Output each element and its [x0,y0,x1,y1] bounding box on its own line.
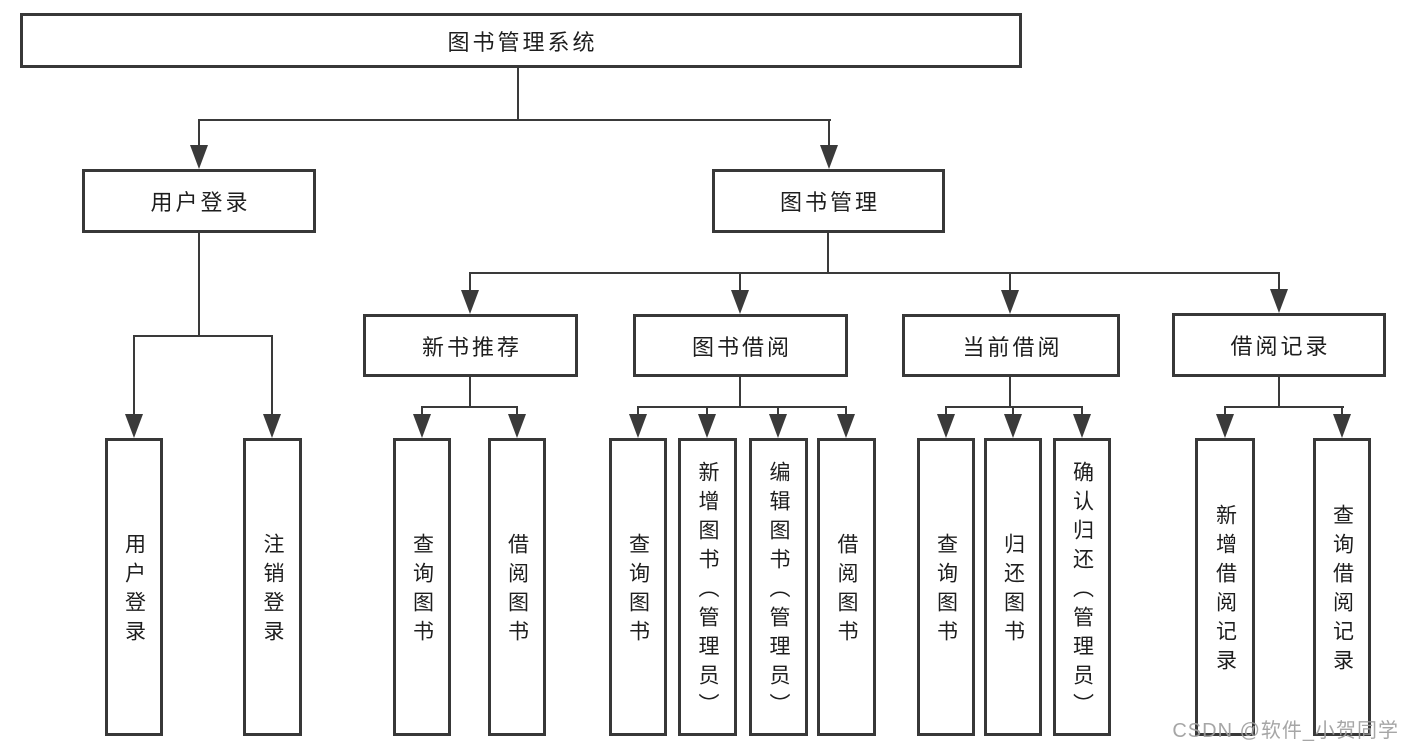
leaf-bb-add-books-admin-label: 新增图书（管理员） [696,460,719,722]
node-new-book-recommend-label: 新书推荐 [421,334,522,360]
arrowhead-down-icon [1333,414,1351,438]
connector-line [945,406,1083,408]
arrowhead-down-icon [820,145,838,169]
connector-line [1278,272,1280,296]
connector-line [637,406,847,408]
connector-line [1224,406,1226,420]
connector-line [739,272,741,296]
arrowhead-down-icon [1216,414,1234,438]
node-user-login-label: 用户登录 [150,190,251,215]
arrowhead-down-icon [263,414,281,438]
node-new-book-recommend: 新书推荐 [363,314,578,377]
leaf-cb-query-books: 查询图书 [917,438,975,736]
arrowhead-down-icon [1001,290,1019,314]
connector-line [469,272,471,296]
leaf-br-query-record-label: 查询借阅记录 [1330,504,1354,678]
arrowhead-down-icon [1004,414,1022,438]
leaf-nbr-borrow-books-label: 借阅图书 [505,533,529,649]
arrowhead-down-icon [1270,289,1288,313]
leaf-bb-borrow-books: 借阅图书 [817,438,876,736]
connector-line [198,233,200,337]
connector-line [637,406,639,420]
node-user-login: 用户登录 [82,169,316,233]
leaf-cb-return-books-label: 归还图书 [1001,533,1025,649]
node-current-borrow: 当前借阅 [902,314,1120,377]
leaf-bb-borrow-books-label: 借阅图书 [835,533,858,649]
connector-line [1009,377,1011,408]
leaf-br-query-record: 查询借阅记录 [1313,438,1371,736]
node-book-borrow: 图书借阅 [633,314,848,377]
connector-line [198,119,831,121]
arrowhead-down-icon [1073,414,1091,438]
arrowhead-down-icon [413,414,431,438]
arrowhead-down-icon [769,414,787,438]
connector-line [1224,406,1344,408]
arrowhead-down-icon [190,145,208,169]
leaf-br-add-record: 新增借阅记录 [1195,438,1255,736]
node-book-management: 图书管理 [712,169,945,233]
leaf-nbr-query-books-label: 查询图书 [410,533,434,649]
arrowhead-down-icon [698,414,716,438]
connector-line [777,406,779,420]
connector-line [1278,377,1280,408]
connector-line [133,335,135,419]
connector-line [945,406,947,420]
connector-line [516,406,518,420]
leaf-bb-query-books: 查询图书 [609,438,667,736]
connector-line [421,406,518,408]
node-book-management-label: 图书管理 [779,190,880,215]
leaf-nbr-borrow-books: 借阅图书 [488,438,546,736]
connector-line [706,406,708,420]
connector-line [1341,406,1343,420]
arrowhead-down-icon [629,414,647,438]
leaf-user-login-label: 用户登录 [122,533,146,649]
connector-line [469,272,1280,274]
node-borrow-records-label: 借阅记录 [1230,334,1331,359]
arrowhead-down-icon [837,414,855,438]
watermark: CSDN @软件_小贺同学 [1172,720,1399,742]
connector-line [1081,406,1083,420]
connector-line [517,68,519,121]
connector-line [421,406,423,420]
leaf-cb-confirm-return-admin: 确认归还（管理员） [1053,438,1111,736]
arrowhead-down-icon [125,414,143,438]
leaf-bb-edit-books-admin-label: 编辑图书（管理员） [767,460,790,722]
node-root: 图书管理系统 [20,13,1022,68]
leaf-br-add-record-label: 新增借阅记录 [1213,504,1237,678]
leaf-user-login: 用户登录 [105,438,163,736]
node-borrow-records: 借阅记录 [1172,313,1386,377]
connector-line [198,119,200,149]
connector-line [845,406,847,420]
arrowhead-down-icon [937,414,955,438]
connector-line [739,377,741,408]
leaf-logout-label: 注销登录 [261,533,284,649]
connector-line [828,119,830,149]
leaf-cb-confirm-return-admin-label: 确认归还（管理员） [1070,460,1094,722]
connector-line [469,377,471,408]
connector-line [1009,272,1011,296]
node-root-label: 图书管理系统 [447,29,598,55]
leaf-cb-return-books: 归还图书 [984,438,1042,736]
arrowhead-down-icon [731,290,749,314]
leaf-bb-add-books-admin: 新增图书（管理员） [678,438,737,736]
connector-line [827,233,829,274]
connector-line [1012,406,1014,420]
connector-line [133,335,273,337]
leaf-cb-query-books-label: 查询图书 [934,533,958,649]
leaf-nbr-query-books: 查询图书 [393,438,451,736]
leaf-bb-query-books-label: 查询图书 [626,533,650,649]
leaf-logout: 注销登录 [243,438,302,736]
arrowhead-down-icon [508,414,526,438]
connector-line [271,335,273,419]
node-current-borrow-label: 当前借阅 [962,334,1063,360]
arrowhead-down-icon [461,290,479,314]
node-book-borrow-label: 图书借阅 [691,334,792,360]
leaf-bb-edit-books-admin: 编辑图书（管理员） [749,438,808,736]
